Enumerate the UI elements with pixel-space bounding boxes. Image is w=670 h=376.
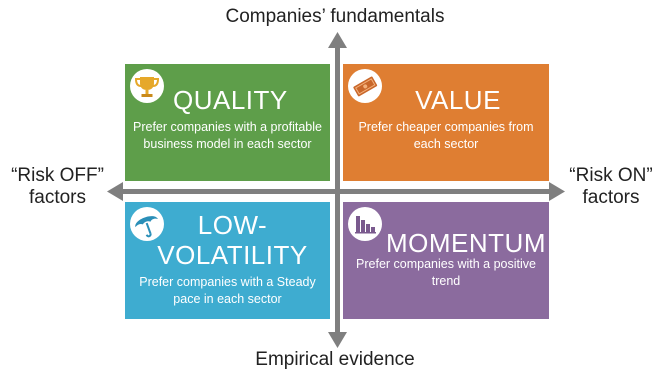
arrow-right	[549, 182, 565, 201]
arrow-up	[328, 32, 347, 48]
axis-label-left-line1: “Risk OFF”	[11, 165, 104, 186]
quadrant-low-volatility-title-line2: VOLATILITY	[157, 240, 308, 270]
quadrant-low-volatility-title: LOW- VOLATILITY	[140, 210, 325, 270]
horizontal-axis-line	[120, 189, 550, 194]
axis-label-right-line1: “Risk ON”	[569, 165, 653, 186]
axis-label-left-line2: factors	[28, 187, 87, 208]
axis-label-left: “Risk OFF” factors	[0, 165, 115, 209]
quadrant-low-volatility-title-line1: LOW-	[197, 210, 268, 240]
quadrant-low-volatility: LOW- VOLATILITY Prefer companies with a …	[125, 202, 330, 319]
umbrella-icon	[130, 207, 164, 241]
quadrant-momentum-title: MOMENTUM	[386, 228, 546, 258]
quadrant-value-desc: Prefer cheaper companies from each secto…	[358, 120, 534, 151]
axis-label-bottom: Empirical evidence	[255, 349, 415, 370]
arrow-down	[328, 332, 347, 348]
quadrant-low-volatility-desc: Prefer companies with a Steady pace in e…	[139, 275, 316, 306]
banknote-icon	[348, 69, 382, 103]
quadrant-quality-desc: Prefer companies with a profitable busin…	[133, 120, 322, 151]
quadrant-value: VALUE Prefer cheaper companies from each…	[343, 64, 549, 181]
quadrant-quality-title: QUALITY	[173, 85, 288, 115]
trophy-icon	[130, 69, 164, 103]
axis-label-right-line2: factors	[582, 187, 640, 208]
quadrant-momentum: MOMENTUM Prefer companies with a positiv…	[343, 202, 549, 319]
quadrant-momentum-desc: Prefer companies with a positive trend	[356, 257, 536, 288]
axis-label-right: “Risk ON” factors	[552, 165, 670, 209]
quadrant-value-title: VALUE	[415, 85, 501, 115]
arrow-left	[107, 182, 123, 201]
axis-label-top: Companies’ fundamentals	[225, 6, 445, 27]
bar-chart-icon	[348, 207, 382, 241]
quadrant-quality: QUALITY Prefer companies with a profitab…	[125, 64, 330, 181]
